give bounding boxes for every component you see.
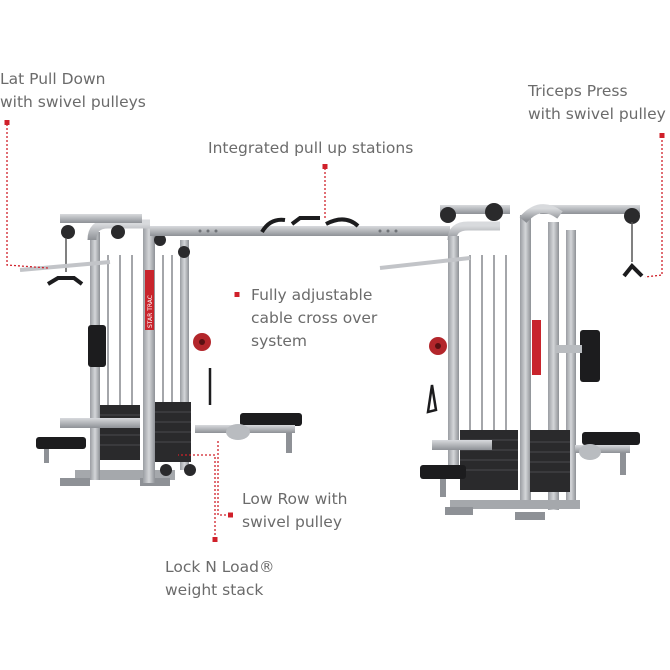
pull-up-handle (325, 217, 360, 228)
callout-marker (4, 120, 10, 125)
pull-up-handle (260, 217, 286, 234)
pull-up-beam (150, 216, 450, 236)
right-upright (448, 236, 459, 476)
callout-marker (322, 164, 328, 169)
callout-cable-cross: Fully adjustable cable cross over system (251, 286, 378, 350)
callout-markers (4, 120, 665, 542)
weight-stack (530, 430, 570, 492)
triceps-arm (540, 205, 640, 214)
seat-pad (420, 465, 466, 479)
callout-marker (659, 133, 665, 138)
right-upright (548, 222, 559, 510)
left-base-rail (75, 470, 175, 480)
pull-up-handle (290, 216, 320, 226)
foot-plate (579, 444, 601, 460)
leader-triceps-press (644, 136, 663, 278)
pulley-icon (624, 208, 640, 224)
bench-frame (60, 418, 140, 428)
back-pad (580, 330, 600, 382)
leader-weight-stack (178, 454, 216, 539)
cable-cross-arm (19, 260, 111, 272)
callout-triceps-press: Triceps Press with swivel pulley (528, 82, 666, 123)
callout-leader-lines (6, 124, 663, 539)
lat-arm (60, 214, 142, 223)
cable-cross-arm (379, 256, 471, 270)
crossbeam (150, 226, 450, 236)
foot-plate (226, 424, 250, 440)
triceps-rope-handle (622, 263, 644, 278)
left-upright (143, 228, 155, 483)
brand-plate (532, 320, 541, 375)
pulley-icon (440, 207, 456, 223)
back-pad (88, 325, 106, 367)
lat-bar-handle (46, 276, 84, 286)
pulley-icon (485, 203, 503, 221)
callout-lat-pull-down: Lat Pull Down with swivel pulleys (0, 70, 146, 111)
callout-marker (234, 292, 240, 297)
weight-stack (100, 405, 140, 460)
callout-marker (212, 537, 218, 542)
pulley-icon (178, 246, 190, 258)
cable-handle (426, 384, 438, 414)
callout-marker (228, 512, 233, 518)
brand-plate (145, 270, 154, 330)
callout-low-row: Low Row with swivel pulley (242, 490, 348, 531)
pulley-icon (61, 225, 75, 239)
right-base-rail (450, 500, 580, 509)
callout-pull-up-stations: Integrated pull up stations (208, 139, 414, 157)
left-machine: STAR TRAC (19, 214, 302, 486)
callout-weight-stack: Lock N Load® weight stack (165, 558, 275, 599)
right-machine (379, 203, 644, 520)
left-foot (60, 478, 90, 486)
right-upright (566, 230, 576, 500)
left-upright (180, 240, 189, 470)
bench-frame (432, 440, 492, 450)
pulley-icon (111, 225, 125, 239)
right-upright (520, 215, 531, 500)
brand-plate-text: STAR TRAC (147, 295, 154, 328)
leader-low-row (217, 440, 230, 516)
seat-pad (36, 437, 86, 449)
low-row-bench (582, 432, 640, 445)
pulley-icon (154, 234, 166, 246)
right-top-arm (440, 205, 510, 214)
low-row-bench (240, 413, 302, 426)
left-top-arch (87, 219, 150, 241)
leader-lat-pull-down (6, 124, 49, 269)
